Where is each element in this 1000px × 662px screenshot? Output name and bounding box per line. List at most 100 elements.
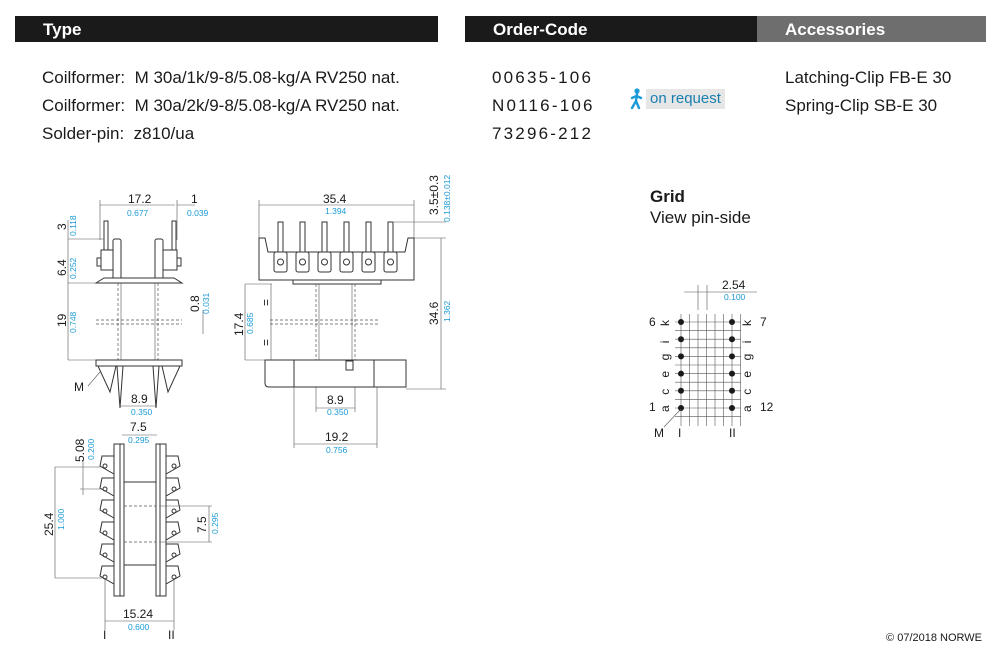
bottom-pins-right (165, 455, 181, 585)
accessories-list: Latching-Clip FB-E 30 Spring-Clip SB-E 3… (785, 64, 951, 120)
dim-8-9: 8.9 (131, 392, 148, 406)
dim-35-4: 35.4 (323, 192, 347, 206)
walking-person-icon (630, 88, 643, 110)
dim-34-6: 34.6 (427, 301, 441, 325)
type-row: Coilformer: M 30a/1k/9-8/5.08-kg/A RV250… (42, 64, 400, 92)
type-value: M 30a/2k/9-8/5.08-kg/A RV250 nat. (134, 96, 400, 115)
pin-letter: k (658, 319, 672, 326)
equal-mark: = (259, 339, 273, 346)
grid-pitch-mm: 2.54 (722, 278, 746, 292)
pin-dot (729, 319, 735, 325)
pin-dot (729, 353, 735, 360)
order-code-list: 00635-106 N0116-106 73296-212 (492, 64, 595, 148)
dim-0-677: 0.677 (127, 208, 149, 218)
pin-dot (729, 387, 735, 394)
dim-17-4: 17.4 (232, 312, 246, 336)
pin-letter: c (740, 389, 754, 395)
dim-19: 19 (55, 313, 69, 327)
dim-0-039: 0.039 (187, 208, 209, 218)
grid-title: Grid (650, 187, 685, 206)
pin-dot (678, 319, 684, 325)
dim-0-200: 0.200 (86, 438, 96, 460)
dim-0-756: 0.756 (326, 445, 348, 455)
pin-letter: i (740, 341, 754, 344)
on-request-label: on request (646, 89, 725, 109)
pin-dot (678, 370, 684, 377)
pin-dot (678, 387, 684, 394)
pin-dot (678, 353, 684, 360)
on-request-badge: on request (628, 88, 725, 110)
grid-row-i: I (678, 426, 681, 440)
accessory-item: Spring-Clip SB-E 30 (785, 96, 938, 115)
pin-dot (678, 336, 684, 343)
dim-8-9-front: 8.9 (327, 393, 344, 407)
dim-0-138: 0.138±0.012 (442, 175, 452, 222)
dim-0-295-side: 0.295 (210, 512, 220, 534)
dim-0-600: 0.600 (128, 622, 150, 632)
type-list: Coilformer: M 30a/1k/9-8/5.08-kg/A RV250… (42, 64, 400, 148)
grid-row-ii: II (729, 426, 736, 440)
type-row: Solder-pin: z810/ua (42, 120, 400, 148)
row-label-ii: II (168, 628, 175, 642)
pin-dot (729, 370, 735, 377)
dim-1: 1 (191, 192, 198, 206)
dim-25-4: 25.4 (42, 512, 56, 536)
dim-0-031: 0.031 (201, 292, 211, 314)
grid-subtitle: View pin-side (650, 208, 751, 227)
pin-letter: g (740, 354, 754, 361)
type-value: M 30a/1k/9-8/5.08-kg/A RV250 nat. (134, 68, 400, 87)
dim-3: 3 (55, 223, 69, 230)
dim-0-350: 0.350 (131, 407, 153, 417)
grid-heading: Grid View pin-side (650, 186, 751, 228)
pin-dot (729, 336, 735, 343)
type-row: Coilformer: M 30a/2k/9-8/5.08-kg/A RV250… (42, 92, 400, 120)
bottom-pins-left (99, 455, 115, 585)
dim-1-394: 1.394 (325, 206, 347, 216)
pin-6-label: 6 (649, 315, 656, 329)
dim-0-8: 0.8 (188, 295, 202, 312)
order-code-header: Order-Code (465, 16, 761, 42)
front-view-drawing: 35.4 1.394 (232, 175, 452, 455)
order-code: 00635-106 (492, 68, 594, 87)
pin-letter: g (658, 354, 672, 361)
pin-letter: k (740, 319, 754, 326)
grid-pitch-inch: 0.100 (724, 292, 746, 302)
dim-1-000: 1.000 (56, 508, 66, 530)
dim-17-2: 17.2 (128, 192, 152, 206)
order-code: 73296-212 (492, 124, 594, 143)
pin-letter: a (740, 405, 754, 412)
order-code: N0116-106 (492, 96, 595, 115)
marker-m: M (74, 380, 84, 394)
dim-1-362: 1.362 (442, 300, 452, 322)
dim-0-748: 0.748 (68, 311, 78, 333)
accessories-header: Accessories (757, 16, 986, 42)
grid-marker-m: M (654, 426, 664, 440)
dim-6-4: 6.4 (55, 259, 69, 276)
dim-0-685: 0.685 (245, 312, 255, 334)
pin-letter: e (658, 371, 672, 378)
dim-0-350-front: 0.350 (327, 407, 349, 417)
pin-letter: a (658, 405, 672, 412)
dim-0-118: 0.118 (68, 215, 78, 236)
dim-15-24: 15.24 (123, 607, 153, 621)
type-label: Coilformer: (42, 68, 126, 87)
pin-letter: e (740, 371, 754, 378)
copyright: © 07/2018 NORWE (886, 632, 982, 644)
bottom-view-drawing: 7.5 0.295 5.08 0.20 (42, 420, 220, 642)
dim-3-5: 3.5±0.3 (427, 175, 441, 215)
pin-letter: c (658, 389, 672, 395)
dim-0-295: 0.295 (128, 435, 150, 445)
type-label: Solder-pin: (42, 124, 125, 143)
front-pins (277, 221, 394, 253)
accessory-item: Latching-Clip FB-E 30 (785, 68, 952, 87)
pin-dot (678, 405, 684, 411)
pin-12-label: 12 (760, 400, 774, 414)
pin-letter: i (658, 341, 672, 344)
side-view-drawing: 17.2 0.677 1 0.039 3 0.118 6.4 0.252 19 … (55, 192, 211, 417)
type-value: z810/ua (133, 124, 195, 143)
dim-19-2: 19.2 (325, 430, 349, 444)
pin-7-label: 7 (760, 315, 767, 329)
type-label: Coilformer: (42, 96, 126, 115)
